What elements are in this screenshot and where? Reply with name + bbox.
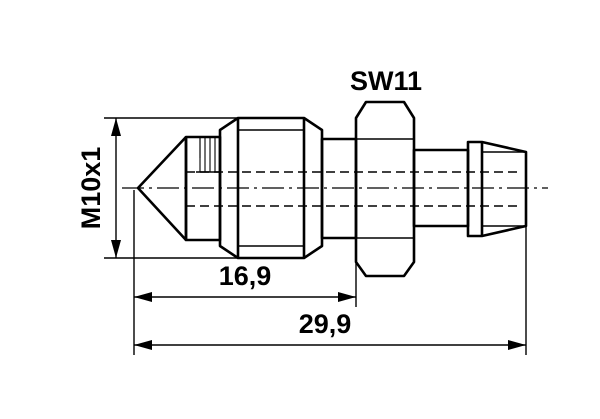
total-length-label: 29,9 [299,309,352,339]
threaded-section [218,116,324,260]
short-length-dimension [133,190,357,355]
short-length-label: 16,9 [219,261,272,291]
thread-label: M10x1 [76,147,106,230]
hex-nut [354,100,416,278]
internal-bore [185,171,520,207]
wrench-size-label: SW11 [350,66,422,96]
hose-nipple [466,140,528,238]
total-length-dimension [134,226,527,355]
thread-dimension [104,117,238,259]
